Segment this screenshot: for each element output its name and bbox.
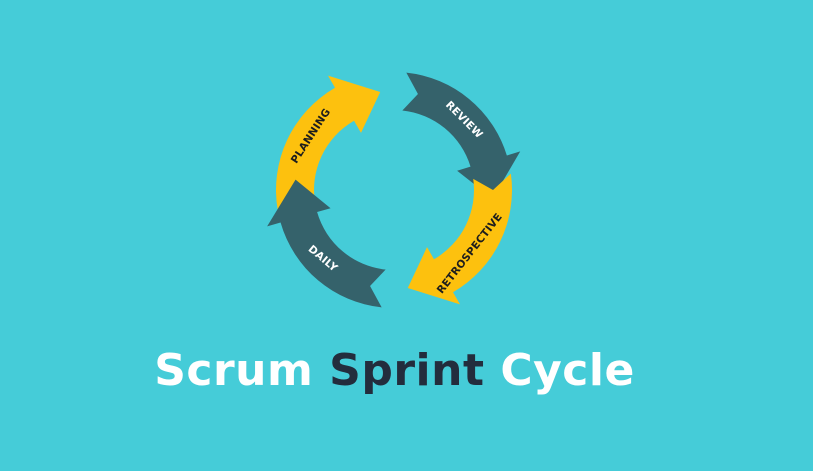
cycle-arrow-planning	[276, 75, 381, 211]
cycle-arrow-review	[402, 72, 521, 199]
page-title: Scrum Sprint Cycle	[0, 345, 801, 396]
title-word-sprint: Sprint	[329, 345, 485, 396]
cycle-arrow-retrospective	[407, 173, 512, 305]
cycle-arrow-daily	[267, 179, 386, 308]
title-word-cycle: Cycle	[500, 345, 635, 396]
title-word-scrum: Scrum	[154, 345, 314, 396]
